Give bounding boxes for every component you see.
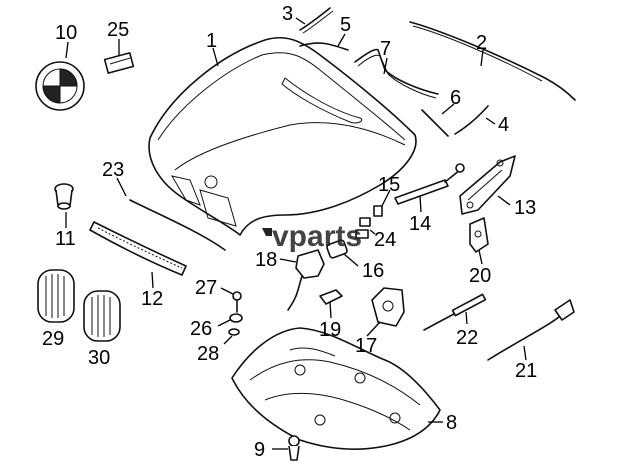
callout-20: 20 — [469, 265, 491, 287]
part-22-cable — [423, 293, 487, 331]
callout-14: 14 — [409, 213, 431, 235]
part-28-washer — [228, 328, 240, 336]
part-23-rod — [129, 199, 226, 251]
callout-labels: 1 2 3 4 5 6 7 8 9 10 11 12 13 14 15 16 1… — [42, 3, 537, 461]
part-19-catch — [319, 289, 343, 305]
callout-8: 8 — [446, 412, 457, 434]
callout-19: 19 — [319, 319, 341, 341]
part-20-bracket — [469, 217, 489, 253]
callout-15: 15 — [378, 174, 400, 196]
callout-4: 4 — [498, 114, 509, 136]
part-2-seal — [409, 21, 576, 101]
callout-9: 9 — [254, 439, 265, 461]
callout-22: 22 — [456, 327, 478, 349]
part-15-bolt — [373, 205, 383, 217]
callout-24: 24 — [374, 229, 396, 251]
part-8-insulation — [231, 327, 441, 450]
callout-30: 30 — [88, 347, 110, 369]
callout-17: 17 — [355, 335, 377, 357]
part-11-buffer — [54, 183, 74, 210]
callout-21: 21 — [515, 360, 537, 382]
callout-2: 2 — [476, 32, 487, 54]
callout-10: 10 — [55, 22, 77, 44]
part-29-grille — [37, 269, 75, 323]
part-9-clip — [288, 435, 300, 461]
part-12-seal-strip — [89, 221, 187, 276]
part-14-gas-strut — [394, 163, 465, 205]
part-24-clip — [355, 217, 371, 239]
part-10-emblem — [35, 61, 85, 111]
callout-12: 12 — [141, 288, 163, 310]
part-17-latch — [371, 287, 405, 327]
leader-lines — [65, 17, 527, 450]
callout-1: 1 — [206, 30, 217, 52]
part-4-seal — [454, 105, 489, 135]
part-30-grille — [83, 290, 121, 342]
callout-13: 13 — [514, 197, 536, 219]
watermark-logo: vparts — [262, 220, 362, 253]
callout-18: 18 — [255, 249, 277, 271]
watermark-text: vparts — [272, 220, 362, 253]
callout-11: 11 — [55, 228, 76, 250]
callout-5: 5 — [340, 14, 351, 36]
callout-3: 3 — [282, 3, 293, 25]
part-3-seal — [299, 7, 331, 31]
callout-26: 26 — [190, 318, 212, 340]
callout-23: 23 — [102, 159, 124, 181]
callout-7: 7 — [380, 38, 391, 60]
callout-27: 27 — [195, 277, 217, 299]
part-6-seal — [421, 109, 449, 137]
callout-16: 16 — [362, 260, 384, 282]
callout-29: 29 — [42, 328, 64, 350]
part-26-nut — [229, 313, 243, 323]
part-13-hinge — [459, 155, 516, 215]
part-18-lock — [287, 249, 325, 311]
part-5-seal — [299, 42, 349, 51]
part-16-buffer — [326, 239, 348, 259]
callout-6: 6 — [450, 87, 461, 109]
callout-25: 25 — [107, 19, 129, 41]
part-25-clip — [103, 52, 135, 74]
callout-28: 28 — [197, 343, 219, 365]
part-1-hood — [148, 36, 417, 236]
part-21-cable — [487, 299, 575, 361]
part-7-seal — [354, 48, 439, 95]
part-27-bolt — [232, 291, 242, 313]
